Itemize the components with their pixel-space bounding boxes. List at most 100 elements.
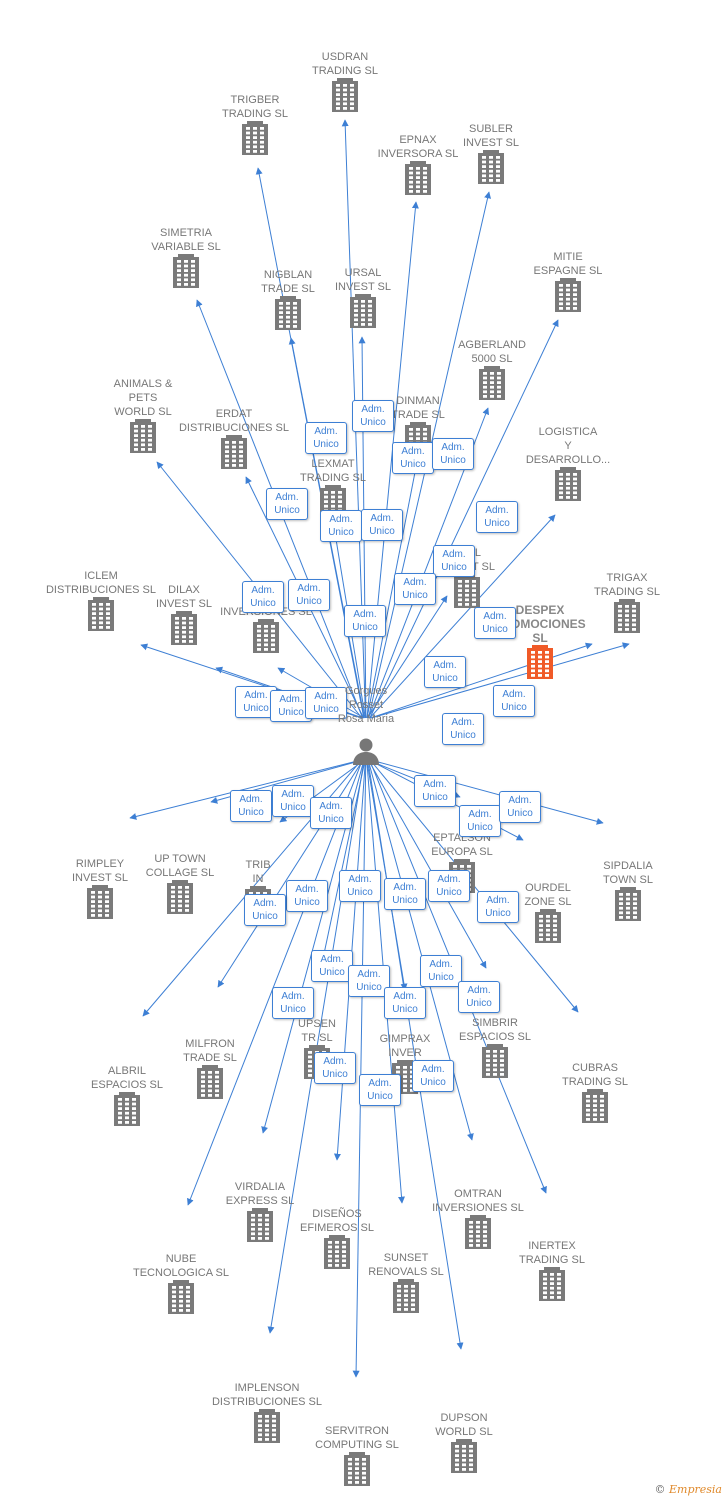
role-badge[interactable]: Adm. Unico [311,950,353,982]
company-node-ourdel[interactable]: OURDEL ZONE SL [473,881,623,943]
role-badge[interactable]: Adm. Unico [458,981,500,1013]
role-badge[interactable]: Adm. Unico [392,442,434,474]
company-node-mitie[interactable]: MITIE ESPAGNE SL [493,250,643,312]
building-icon [221,435,247,469]
company-node-nube[interactable]: NUBE TECNOLOGICA SL [106,1252,256,1314]
company-node-servitron[interactable]: SERVITRON COMPUTING SL [282,1424,432,1486]
edge-nube [187,759,363,1206]
company-node-milfron[interactable]: MILFRON TRADE SL [135,1037,285,1099]
building-icon [615,887,641,921]
role-badge[interactable]: Adm. Unico [359,1074,401,1106]
role-badge[interactable]: Adm. Unico [442,713,484,745]
company-node-dilax[interactable]: DILAX INVEST SL [109,583,259,645]
building-icon [332,78,358,112]
role-badge[interactable]: Adm. Unico [476,501,518,533]
company-label: SIMBRIR ESPACIOS SL [459,1017,531,1043]
company-node-simetria[interactable]: SIMETRIA VARIABLE SL [111,226,261,288]
company-node-simbrir[interactable]: SIMBRIR ESPACIOS SL [420,1016,570,1078]
company-label: OMTRAN INVERSIONES SL [432,1188,524,1214]
role-badge[interactable]: Adm. Unico [348,965,390,997]
role-badge[interactable]: Adm. Unico [272,785,314,817]
edge-rimpley [129,759,362,820]
role-badge[interactable]: Adm. Unico [420,955,462,987]
role-badge[interactable]: Adm. Unico [361,509,403,541]
company-label: SIPDALIA TOWN SL [603,860,653,886]
company-node-despex[interactable]: DESPEX PROMOCIONES SL [465,603,615,679]
role-badge[interactable]: Adm. Unico [286,880,328,912]
role-badge[interactable]: Adm. Unico [493,685,535,717]
role-badge[interactable]: Adm. Unico [344,605,386,637]
company-node-dupson[interactable]: DUPSON WORLD SL [389,1411,539,1473]
role-badge[interactable]: Adm. Unico [433,545,475,577]
role-badge[interactable]: Adm. Unico [412,1060,454,1092]
company-node-sunset[interactable]: SUNSET RENOVALS SL [331,1251,481,1313]
company-label: LOGISTICA Y DESARROLLO... [525,426,611,466]
company-node-ursal[interactable]: URSAL INVEST SL [288,266,438,328]
company-node-rimpley[interactable]: RIMPLEY INVEST SL [25,857,175,919]
company-node-logistica[interactable]: LOGISTICA Y DESARROLLO... [493,425,643,501]
company-label: SUBLER INVEST SL [462,123,520,149]
company-node-nigblan[interactable]: NIGBLAN TRADE SL [213,268,363,330]
company-node-virdalia[interactable]: VIRDALIA EXPRESS SL [185,1180,335,1242]
company-label: AGBERLAND 5000 SL [458,339,526,365]
company-node-iclem[interactable]: ICLEM DISTRIBUCIONES SL [26,569,176,631]
role-badge[interactable]: Adm. Unico [474,607,516,639]
company-node-omtran[interactable]: OMTRAN INVERSIONES SL [403,1187,553,1249]
building-icon [479,366,505,400]
building-icon [114,1092,140,1126]
company-node-implenson[interactable]: IMPLENSON DISTRIBUCIONES SL [192,1381,342,1443]
building-icon [535,909,561,943]
company-label: CUBRAS TRADING SL [561,1062,628,1088]
brand-name[interactable]: Empresia [669,1483,722,1496]
company-node-cubras[interactable]: CUBRAS TRADING SL [520,1061,670,1123]
company-node-albril[interactable]: ALBRIL ESPACIOS SL [52,1064,202,1126]
role-badge[interactable]: Adm. Unico [394,573,436,605]
role-badge[interactable]: Adm. Unico [477,891,519,923]
role-badge[interactable]: Adm. Unico [432,438,474,470]
company-node-animals[interactable]: ANIMALS & PETS WORLD SL [68,377,218,453]
building-icon [555,278,581,312]
role-badge[interactable]: Adm. Unico [459,805,501,837]
role-badge[interactable]: Adm. Unico [424,656,466,688]
company-node-trigber[interactable]: TRIGBER TRADING SL [180,93,330,155]
role-badge[interactable]: Adm. Unico [314,1052,356,1084]
company-node-epnax[interactable]: EPNAX INVERSORA SL [343,133,493,195]
role-badge[interactable]: Adm. Unico [414,775,456,807]
company-node-sipdalia[interactable]: SIPDALIA TOWN SL [553,859,703,921]
company-label: RIMPLEY INVEST SL [71,858,129,884]
role-badge[interactable]: Adm. Unico [384,878,426,910]
company-node-trigax[interactable]: TRIGAX TRADING SL [552,571,702,633]
role-badge[interactable]: Adm. Unico [242,581,284,613]
role-badge[interactable]: Adm. Unico [310,797,352,829]
edge-logistica [369,514,556,719]
role-badge[interactable]: Adm. Unico [305,422,347,454]
company-label: DILAX INVEST SL [155,584,213,610]
role-badge[interactable]: Adm. Unico [288,579,330,611]
role-badge[interactable]: Adm. Unico [266,488,308,520]
building-icon [405,161,431,195]
role-badge[interactable]: Adm. Unico [305,687,347,719]
role-badge[interactable]: Adm. Unico [499,791,541,823]
company-node-disenos[interactable]: DISEÑOS EFIMEROS SL [262,1207,412,1269]
role-badge[interactable]: Adm. Unico [339,870,381,902]
company-node-agberland[interactable]: AGBERLAND 5000 SL [417,338,567,400]
company-node-uptown[interactable]: UP TOWN COLLAGE SL [105,852,255,914]
company-node-inertex[interactable]: INERTEX TRADING SL [477,1239,627,1301]
role-badge[interactable]: Adm. Unico [244,894,286,926]
edge-psel [367,595,448,719]
company-label: USDRAN TRADING SL [311,51,378,77]
role-badge[interactable]: Adm. Unico [320,510,362,542]
role-badge[interactable]: Adm. Unico [428,870,470,902]
company-label: NIGBLAN TRADE SL [261,269,315,295]
company-node-subler[interactable]: SUBLER INVEST SL [416,122,566,184]
role-badge[interactable]: Adm. Unico [230,790,272,822]
company-node-erdat[interactable]: ERDAT DISTRIBUCIONES SL [159,407,309,469]
edge-dupson [367,759,464,1350]
company-label: IMPLENSON DISTRIBUCIONES SL [211,1382,323,1408]
role-badge[interactable]: Adm. Unico [272,987,314,1019]
company-node-usdran[interactable]: USDRAN TRADING SL [270,50,420,112]
role-badge[interactable]: Adm. Unico [352,400,394,432]
edge-mitie [369,319,559,719]
role-badge[interactable]: Adm. Unico [384,987,426,1019]
building-icon [171,611,197,645]
